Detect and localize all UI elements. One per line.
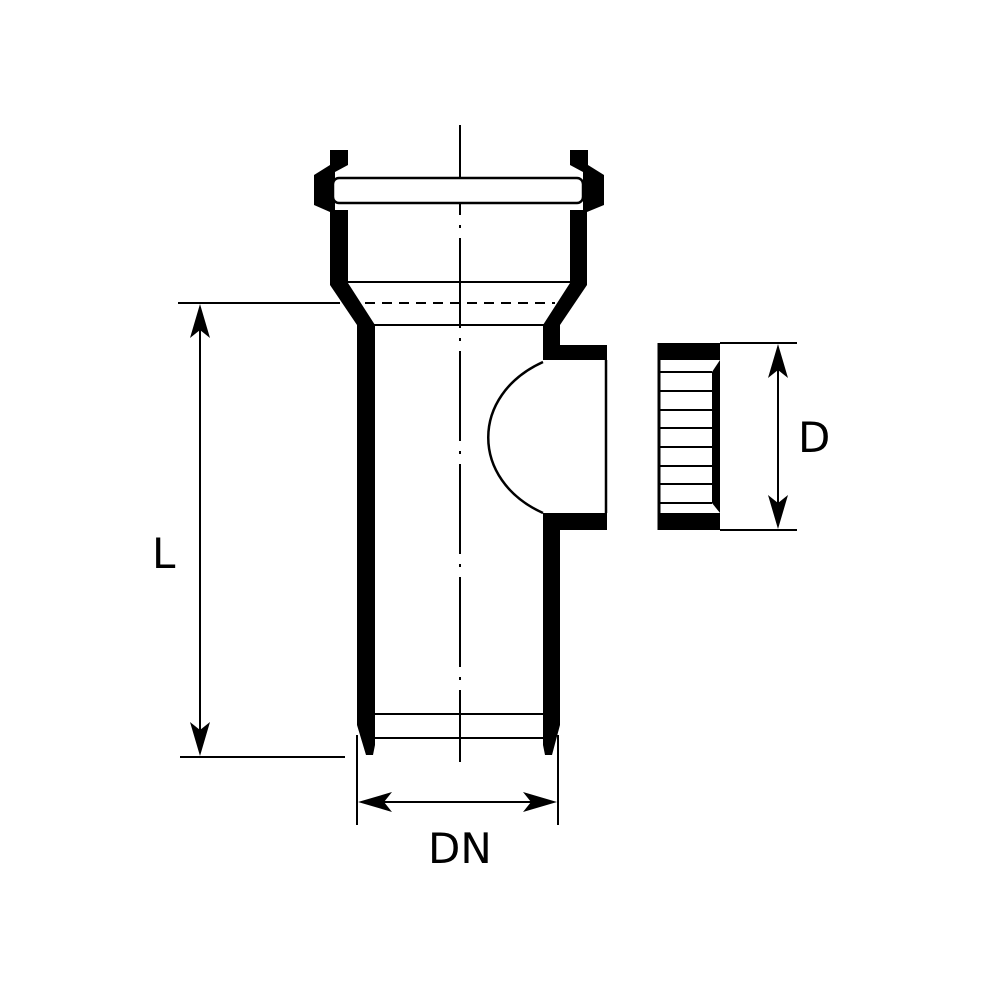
branch-cap xyxy=(657,343,720,530)
socket-left-wall xyxy=(314,150,375,755)
arrowhead-left xyxy=(358,792,392,812)
arrowhead-down xyxy=(768,495,788,529)
arrowhead-right xyxy=(523,792,557,812)
dimension-d xyxy=(720,342,797,531)
arrowhead-up xyxy=(190,304,210,338)
cap-ribs xyxy=(659,371,712,504)
socket-right-wall xyxy=(543,150,607,360)
cap-bottom-rim xyxy=(658,513,720,530)
cap-top-rim xyxy=(658,343,720,360)
branch-opening-curve xyxy=(487,360,544,515)
arrowhead-up xyxy=(768,344,788,378)
cap-wall xyxy=(712,360,720,513)
label-d: D xyxy=(798,413,831,462)
dimension-dn xyxy=(356,735,559,825)
label-dn: DN xyxy=(428,824,492,873)
pipe-right-wall xyxy=(543,513,607,755)
arrowhead-down xyxy=(190,722,210,756)
seal-ring xyxy=(331,176,585,205)
dimension-l xyxy=(178,302,345,758)
label-l: L xyxy=(152,529,176,578)
